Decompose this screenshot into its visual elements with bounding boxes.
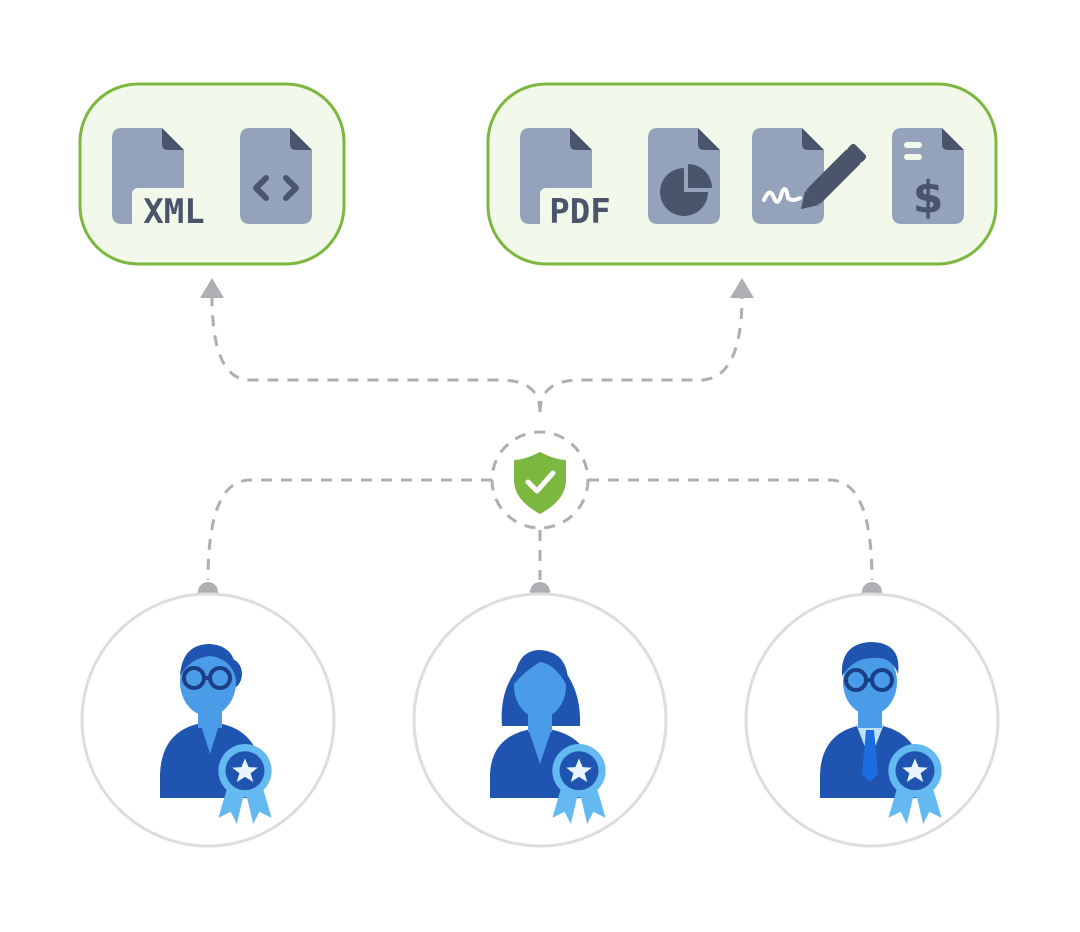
pdf-label: PDF <box>549 192 610 232</box>
certified-man-with-glasses-icon <box>744 592 1000 848</box>
xml-label: XML <box>143 192 204 232</box>
svg-text:$: $ <box>913 172 944 223</box>
certified-woman-icon <box>412 592 668 848</box>
xml-file-icon: XML <box>112 128 212 232</box>
connector-to-person-1 <box>206 478 492 581</box>
connectors <box>206 295 874 581</box>
arrow-head-up-right <box>730 278 754 298</box>
connector-to-data-formats <box>210 295 542 413</box>
code-file-icon <box>240 128 312 224</box>
doc-group-documents: PDF $ <box>486 82 998 266</box>
doc-group-data-formats: XML <box>78 82 346 266</box>
connector-to-person-3 <box>588 478 874 581</box>
signed-file-icon <box>752 128 867 224</box>
chart-file-icon <box>648 128 720 224</box>
invoice-file-icon: $ <box>892 128 964 224</box>
pdf-file-icon: PDF <box>520 128 620 232</box>
hub-ring <box>490 430 590 530</box>
certified-woman-with-glasses-icon <box>80 592 336 848</box>
arrow-head-up-left <box>200 278 224 298</box>
connector-to-documents <box>538 295 744 413</box>
shield-check-icon <box>514 452 566 514</box>
